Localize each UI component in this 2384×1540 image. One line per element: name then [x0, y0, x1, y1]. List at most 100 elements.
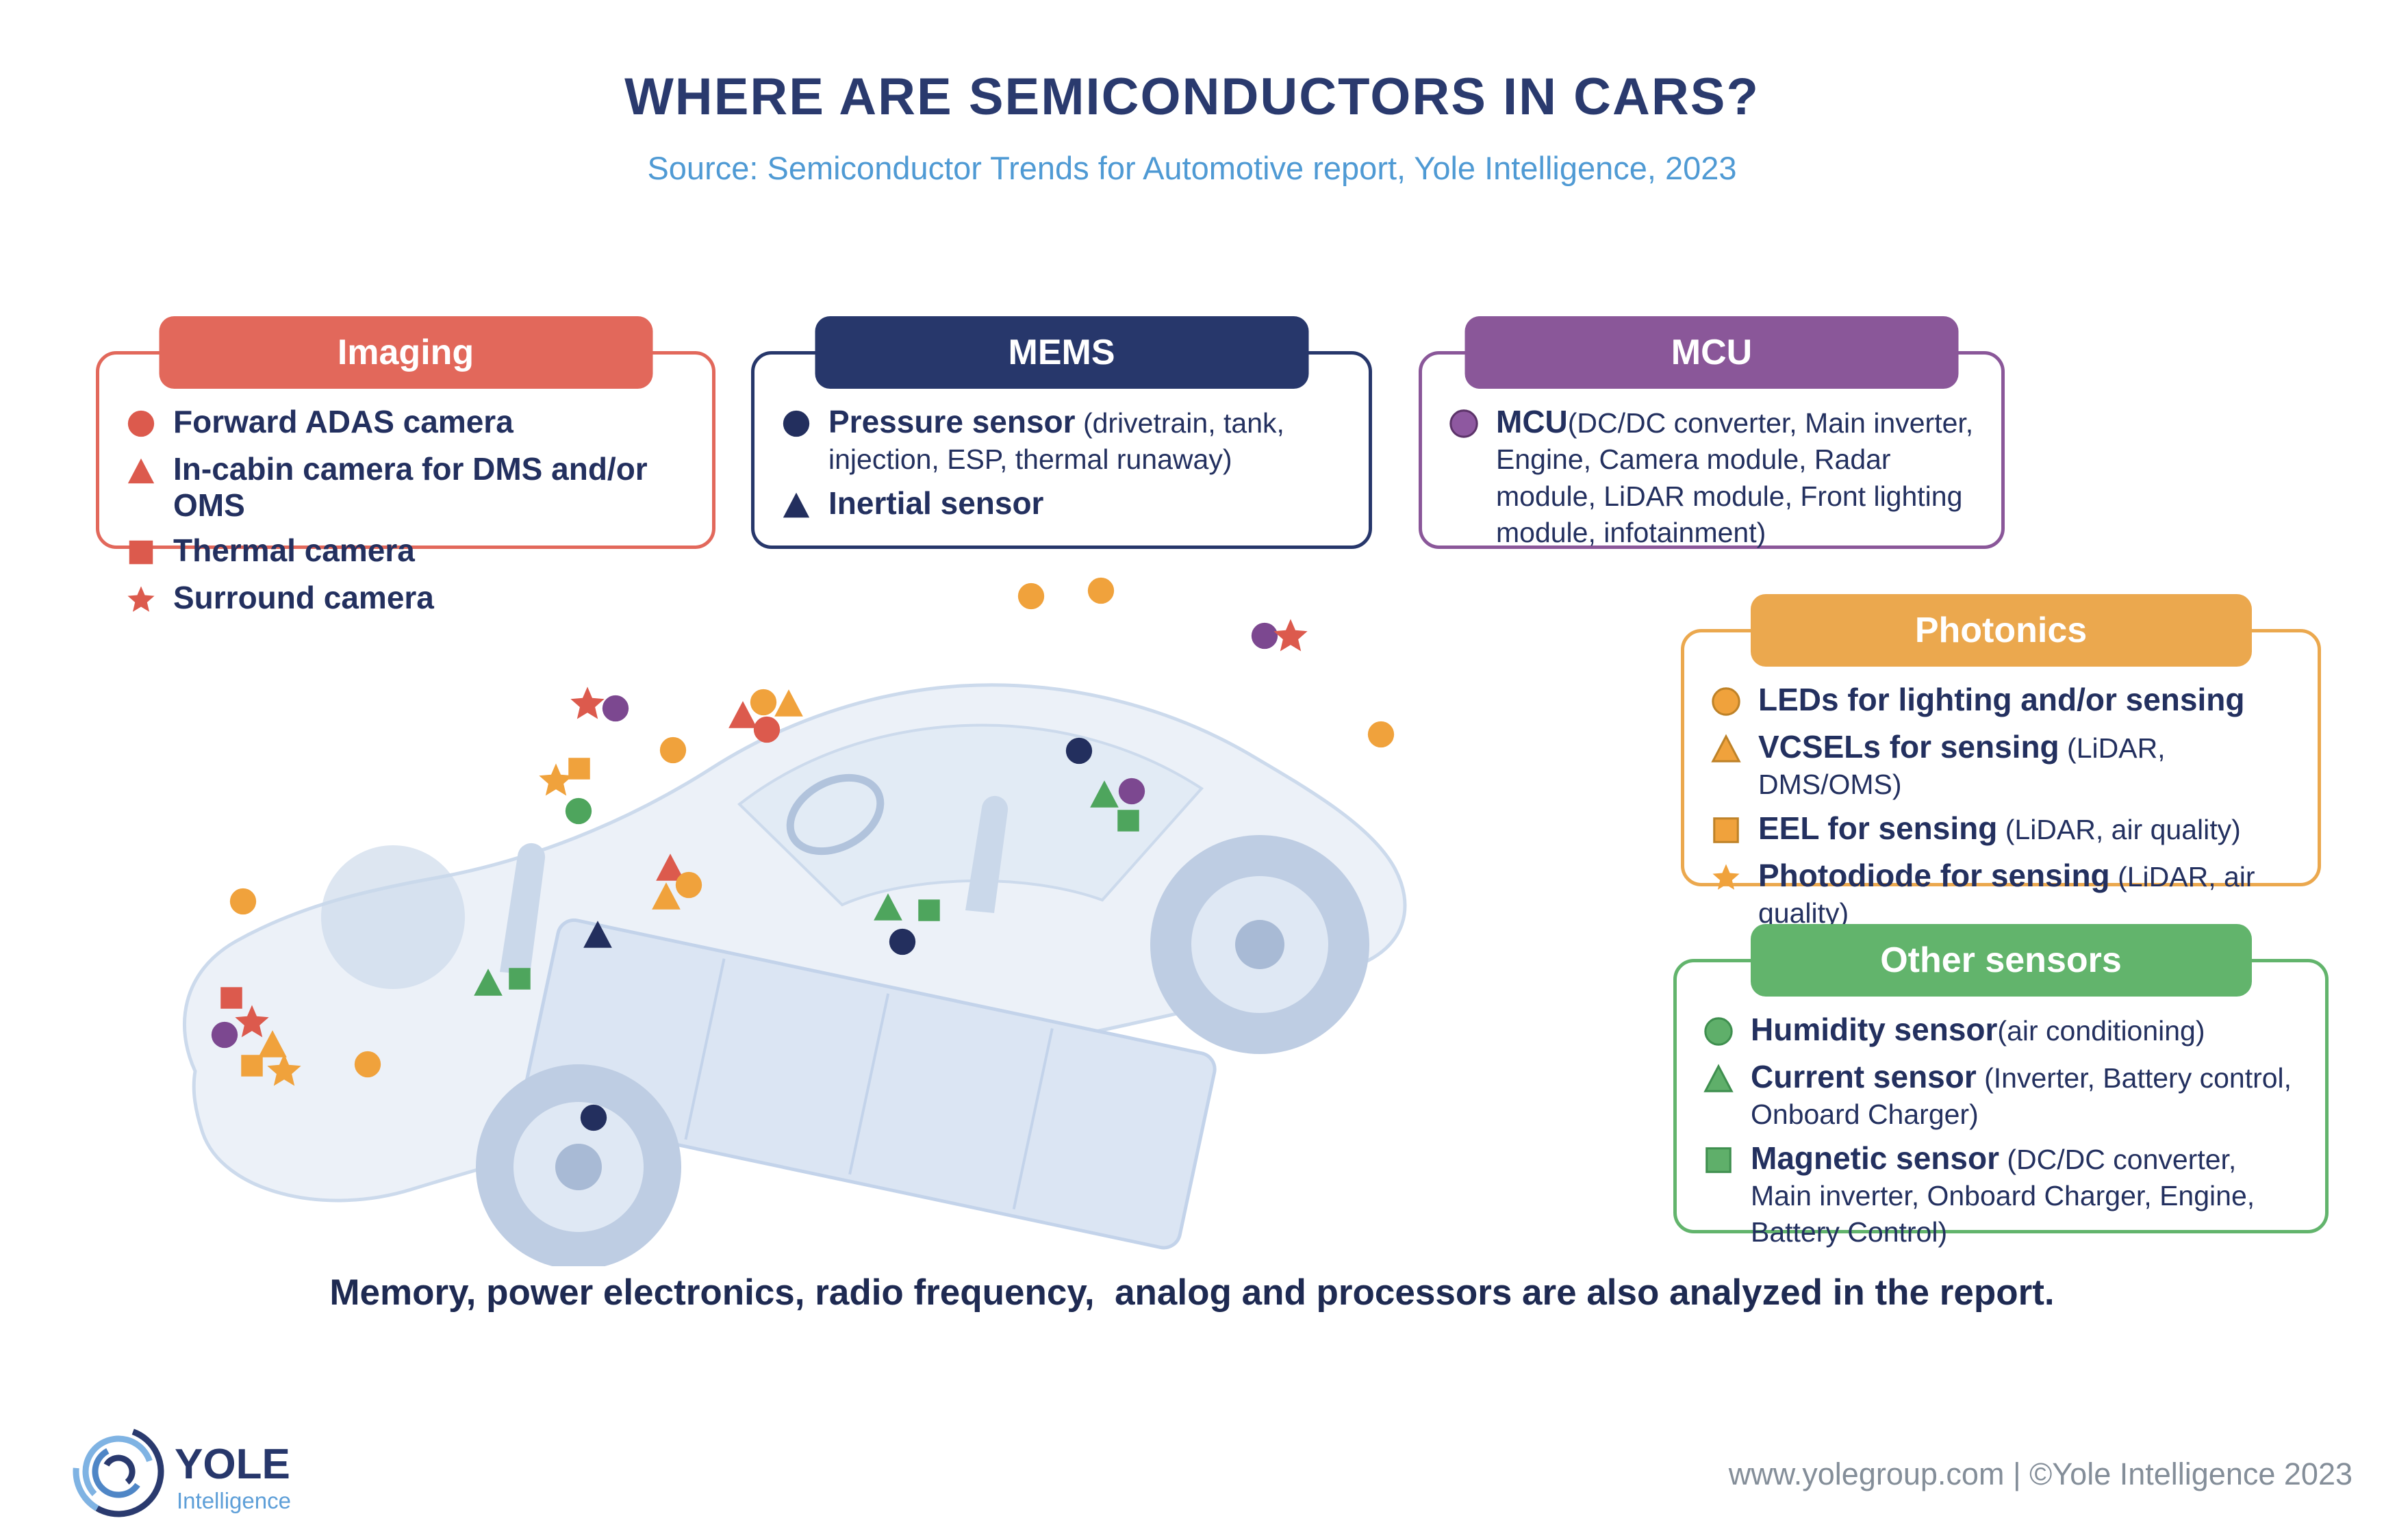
photonics-triangle-marker: [649, 879, 683, 916]
imaging-square-marker: [217, 984, 246, 1016]
square-icon: [1713, 817, 1739, 843]
legend-marker: [1710, 814, 1742, 849]
triangle-icon: [1090, 780, 1119, 808]
legend-marker: [1710, 686, 1742, 721]
legend-marker: [781, 489, 812, 524]
legend-item-thermal-camera: Thermal camera: [125, 532, 692, 572]
legend-item-humidity-sensor: Humidity sensor(air conditioning): [1703, 1012, 2305, 1051]
legend-item-label: LEDs for lighting and/or sensing: [1758, 682, 2245, 717]
triangle-icon: [656, 854, 685, 881]
circle-icon: [354, 1051, 381, 1078]
legend-item-label: Photodiode for sensing (LiDAR, air quali…: [1758, 857, 2255, 929]
legend-title-mems: MEMS: [815, 316, 1308, 389]
logo-brand-text: YOLE: [175, 1441, 290, 1488]
star-icon: [267, 1053, 301, 1086]
legend-title-imaging: Imaging: [159, 316, 652, 389]
legend-item-vcsels-for-sensing: VCSELs for sensing (LiDAR, DMS/OMS): [1710, 729, 2297, 802]
legend-box-photonics: Photonics LEDs for lighting and/or sensi…: [1681, 594, 2321, 929]
legend-item-label: Forward ADAS camera: [173, 404, 513, 439]
imaging-triangle-marker: [653, 850, 687, 888]
photonics-circle-marker: [748, 686, 779, 721]
yole-logo-icon: [73, 1426, 164, 1517]
suspension-strut: [500, 843, 546, 975]
star-icon: [1273, 619, 1308, 652]
triangle-icon: [1711, 734, 1741, 762]
legend-item-leds-for-lighting-and-or-sensing: LEDs for lighting and/or sensing: [1710, 682, 2297, 721]
circle-icon: [565, 797, 592, 825]
mcu-circle-marker: [1249, 620, 1280, 655]
triangle-icon: [728, 701, 757, 728]
legend-item-label: Inertial sensor: [828, 485, 1044, 521]
legend-title-mcu: MCU: [1464, 316, 1959, 389]
legend-marker: [781, 408, 812, 443]
legend-box-other-sensors: Other sensors Humidity sensor(air condit…: [1673, 924, 2329, 1248]
other-triangle-marker: [471, 965, 505, 1003]
legend-item-surround-camera: Surround camera: [125, 580, 692, 619]
legend-item-label: Magnetic sensor (DC/DC converter, Main i…: [1751, 1140, 2255, 1248]
photonics-circle-marker: [227, 886, 259, 921]
mcu-circle-marker: [1116, 775, 1147, 810]
photonics-circle-marker: [352, 1049, 383, 1083]
legend-title-photonics: Photonics: [1750, 594, 2252, 667]
legend-item-eel-for-sensing: EEL for sensing (LiDAR, air quality): [1710, 810, 2297, 849]
legend-items: Pressure sensor (drivetrain, tank, injec…: [781, 404, 1348, 532]
legend-item-label: Thermal camera: [173, 532, 415, 568]
suspension-strut: [965, 795, 1009, 913]
other-triangle-marker: [871, 890, 905, 927]
footer-credit: www.yolegroup.com | ©Yole Intelligence 2…: [1728, 1456, 2353, 1491]
circle-icon: [211, 1021, 238, 1049]
mems-circle-marker: [578, 1102, 609, 1137]
steering-wheel: [786, 773, 885, 856]
imaging-circle-marker: [751, 714, 783, 749]
square-icon: [509, 968, 531, 990]
photonics-square-marker: [238, 1051, 266, 1083]
circle-icon: [1712, 687, 1740, 716]
car-greenhouse: [737, 723, 1204, 907]
photonics-star-marker: [536, 760, 576, 804]
legend-item-current-sensor: Current sensor (Inverter, Battery contro…: [1703, 1059, 2305, 1132]
legend-item-label: VCSELs for sensing (LiDAR, DMS/OMS): [1758, 729, 2166, 801]
circle-icon: [1367, 721, 1395, 748]
legend-item-label: Humidity sensor(air conditioning): [1751, 1012, 2205, 1047]
page-title: WHERE ARE SEMICONDUCTORS IN CARS?: [624, 68, 1760, 126]
legend-item-in-cabin-camera-for-dms-and-or-oms: In-cabin camera for DMS and/or OMS: [125, 451, 692, 524]
photonics-triangle-marker: [255, 1027, 290, 1064]
photonics-circle-marker: [1015, 580, 1047, 615]
triangle-icon: [652, 882, 681, 910]
legend-item-label: In-cabin camera for DMS and/or OMS: [173, 451, 648, 524]
square-icon: [220, 987, 242, 1009]
circle-icon: [889, 928, 916, 955]
rear-wheel: [1150, 835, 1369, 1054]
photonics-circle-marker: [673, 869, 705, 904]
legend-item-label: EEL for sensing (LiDAR, air quality): [1758, 810, 2241, 846]
photonics-triangle-marker: [772, 686, 806, 723]
source-subtitle: Source: Semiconductor Trends for Automot…: [647, 150, 1737, 186]
mems-circle-marker: [1063, 735, 1095, 770]
square-icon: [918, 899, 940, 921]
legend-marker: [125, 537, 157, 572]
mcu-circle-marker: [209, 1019, 240, 1054]
photonics-circle-marker: [657, 734, 689, 769]
circle-icon: [229, 888, 257, 915]
imaging-star-marker: [232, 1002, 272, 1045]
logo-brand-subtext: Intelligence: [177, 1488, 291, 1513]
legend-item-inertial-sensor: Inertial sensor: [781, 485, 1348, 524]
legend-marker: [1703, 1063, 1734, 1098]
other-square-marker: [915, 896, 943, 928]
circle-icon: [602, 695, 629, 722]
legend-marker: [1703, 1016, 1734, 1051]
legend-item-label: Pressure sensor (drivetrain, tank, injec…: [828, 404, 1284, 476]
legend-items: Humidity sensor(air conditioning) Current…: [1703, 1012, 2305, 1258]
triangle-icon: [783, 492, 810, 517]
circle-icon: [1017, 582, 1045, 610]
legend-marker: [125, 408, 157, 443]
triangle-icon: [127, 458, 155, 484]
mems-triangle-marker: [581, 917, 615, 955]
circle-icon: [1118, 778, 1145, 805]
photonics-star-marker: [264, 1051, 304, 1094]
legend-item-label: MCU(DC/DC converter, Main inverter, Engi…: [1496, 404, 1974, 549]
circle-icon: [127, 410, 155, 437]
